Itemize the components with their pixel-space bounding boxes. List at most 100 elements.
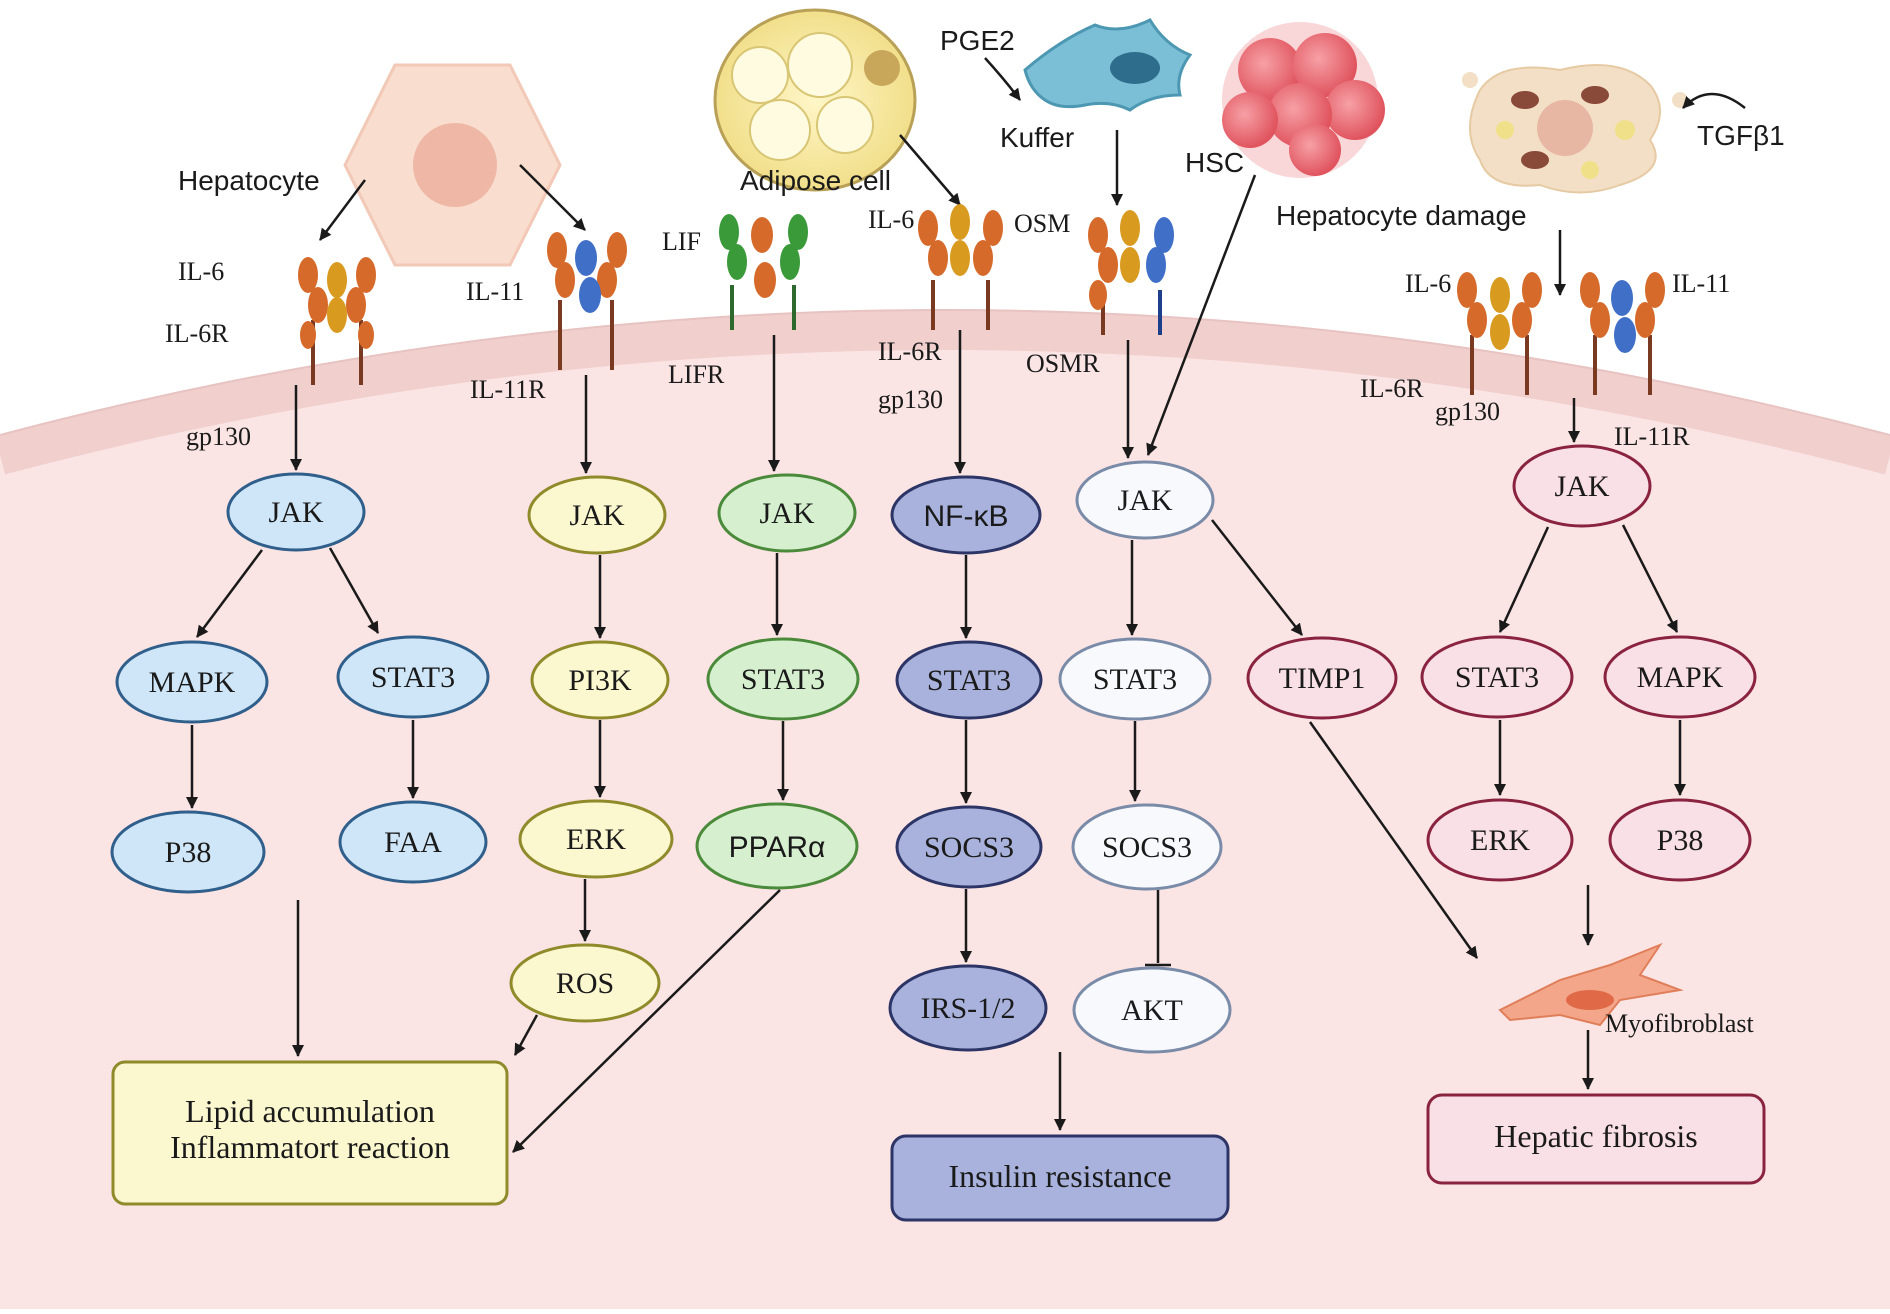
- node-erk-1: [518, 799, 674, 879]
- tgfb1-arrow: [1682, 92, 1746, 109]
- node-nfkb: [890, 475, 1042, 555]
- kuffer-cell-icon: [1023, 18, 1193, 112]
- node-socs3-4: [895, 805, 1043, 889]
- arrow-timp1-myofibroblast: [1308, 721, 1479, 959]
- outcome-lipid-line1: Lipid accumulation: [185, 1093, 435, 1129]
- il6-label-1: IL-6: [178, 257, 224, 286]
- node-erk-6: [1426, 798, 1574, 882]
- receptor-lif-complex: [719, 214, 808, 330]
- node-stat3-6-label: STAT3: [1455, 661, 1539, 694]
- node-jak-6: [1512, 444, 1652, 528]
- il11r-label-2: IL-11R: [1614, 422, 1690, 451]
- col5-nodes: JAK STAT3 SOCS3 AKT TIMP1: [1058, 460, 1398, 1054]
- node-socs3-4-label: SOCS3: [924, 831, 1014, 864]
- myofibroblast-icon: [1498, 942, 1684, 1027]
- il6-label-3: IL-6: [1405, 269, 1451, 298]
- pathway-arrows: [186, 330, 1686, 1153]
- outcome-insulin-label: Insulin resistance: [948, 1158, 1171, 1194]
- node-socs3-5: [1071, 803, 1223, 891]
- node-stat3-6: [1420, 635, 1574, 719]
- node-stat3-3: [706, 637, 860, 721]
- node-faa-label: FAA: [384, 826, 442, 859]
- hepatocyte-cell-icon: [343, 63, 562, 267]
- node-akt: [1072, 966, 1232, 1054]
- arrow-jak5-timp1: [1211, 519, 1303, 636]
- node-p38-6: [1608, 798, 1752, 882]
- node-jak-1-label: JAK: [268, 496, 323, 529]
- hsc-label: HSC: [1185, 147, 1244, 178]
- receptor-il11-complex-1: [547, 232, 627, 370]
- node-akt-label: AKT: [1121, 994, 1183, 1027]
- col4-nodes: NF-κB STAT3 SOCS3 IRS-1/2: [888, 475, 1048, 1052]
- node-ppara: [695, 802, 859, 890]
- node-stat3-5-label: STAT3: [1093, 663, 1177, 696]
- node-irs: [888, 964, 1048, 1052]
- arrow-hepatocyte-to-il6: [319, 179, 366, 241]
- outcome-lipid-line2: Inflammatort reaction: [170, 1129, 450, 1165]
- gp130-label-3: gp130: [1435, 397, 1500, 426]
- adipose-cell-label: Adipose cell: [740, 165, 891, 196]
- node-jak-2: [527, 475, 667, 555]
- pge2-label: PGE2: [940, 25, 1015, 56]
- pge2-arrow: [984, 57, 1021, 101]
- node-mapk-6-label: MAPK: [1637, 661, 1724, 694]
- node-pi3k-label: PI3K: [568, 664, 632, 697]
- cell-membrane: [0, 310, 1890, 475]
- node-jak-3-label: JAK: [759, 497, 814, 530]
- node-jak-5-label: JAK: [1117, 484, 1172, 517]
- outcome-fibrosis-box: [1426, 1093, 1766, 1185]
- myofibroblast-label: Myofibroblast: [1605, 1009, 1755, 1038]
- arrow-jak6-mapk: [1621, 524, 1679, 633]
- node-jak-5: [1075, 460, 1215, 540]
- lif-label: LIF: [662, 227, 701, 256]
- osm-label: OSM: [1014, 209, 1070, 238]
- node-stat3-4-label: STAT3: [927, 664, 1011, 697]
- arrow-jak6-stat3: [1498, 526, 1550, 633]
- arrow-hepatocyte-to-il11: [519, 164, 586, 231]
- arrow-adipose-to-il6: [899, 134, 961, 206]
- node-socs3-5-label: SOCS3: [1102, 831, 1192, 864]
- node-jak-3: [717, 473, 857, 553]
- col1-nodes: JAK MAPK STAT3 P38 FAA: [110, 472, 490, 894]
- node-irs-label: IRS-1/2: [920, 992, 1015, 1025]
- il11-label-1: IL-11: [466, 277, 524, 306]
- il6r-label-3: IL-6R: [1360, 374, 1424, 403]
- node-timp1-label: TIMP1: [1279, 662, 1366, 695]
- receptor-il6-complex-2: [918, 204, 1003, 330]
- node-mapk-1: [115, 640, 269, 724]
- node-ros: [509, 943, 661, 1023]
- il6r-label-1: IL-6R: [165, 319, 229, 348]
- node-stat3-1-label: STAT3: [371, 661, 455, 694]
- receptor-il11-complex-2: [1580, 272, 1665, 395]
- outcome-fibrosis-label: Hepatic fibrosis: [1494, 1118, 1698, 1154]
- il6-label-2: IL-6: [868, 205, 914, 234]
- il11-label-2: IL-11: [1672, 269, 1730, 298]
- node-pi3k: [530, 640, 670, 720]
- gp130-label-2: gp130: [878, 385, 943, 414]
- col3-nodes: JAK STAT3 PPARα: [695, 473, 860, 890]
- node-stat3-1: [336, 635, 490, 719]
- outcome-insulin-box: [890, 1134, 1230, 1222]
- arrow-jak1-mapk: [195, 549, 264, 638]
- node-jak-1: [226, 472, 366, 552]
- node-erk-6-label: ERK: [1470, 824, 1530, 857]
- node-stat3-5: [1058, 637, 1212, 721]
- il6r-label-2: IL-6R: [878, 337, 942, 366]
- arrow-ppara-lipid: [512, 889, 781, 1153]
- col2-nodes: JAK PI3K ERK ROS: [509, 475, 674, 1023]
- hsc-cell-icon: [1222, 22, 1385, 178]
- receptor-il6-complex-3: [1457, 272, 1542, 395]
- osmr-label: OSMR: [1026, 349, 1100, 378]
- node-p38-6-label: P38: [1657, 824, 1704, 857]
- node-timp1: [1246, 636, 1398, 720]
- il11r-label-1: IL-11R: [470, 375, 546, 404]
- node-mapk-1-label: MAPK: [149, 666, 236, 699]
- node-stat3-4: [895, 640, 1043, 720]
- node-p38-1: [110, 810, 266, 894]
- receptor-il6-complex-1: [298, 257, 376, 385]
- lifr-label: LIFR: [668, 360, 725, 389]
- node-stat3-3-label: STAT3: [741, 663, 825, 696]
- node-ros-label: ROS: [556, 967, 614, 1000]
- hepatocyte-label: Hepatocyte: [178, 165, 320, 196]
